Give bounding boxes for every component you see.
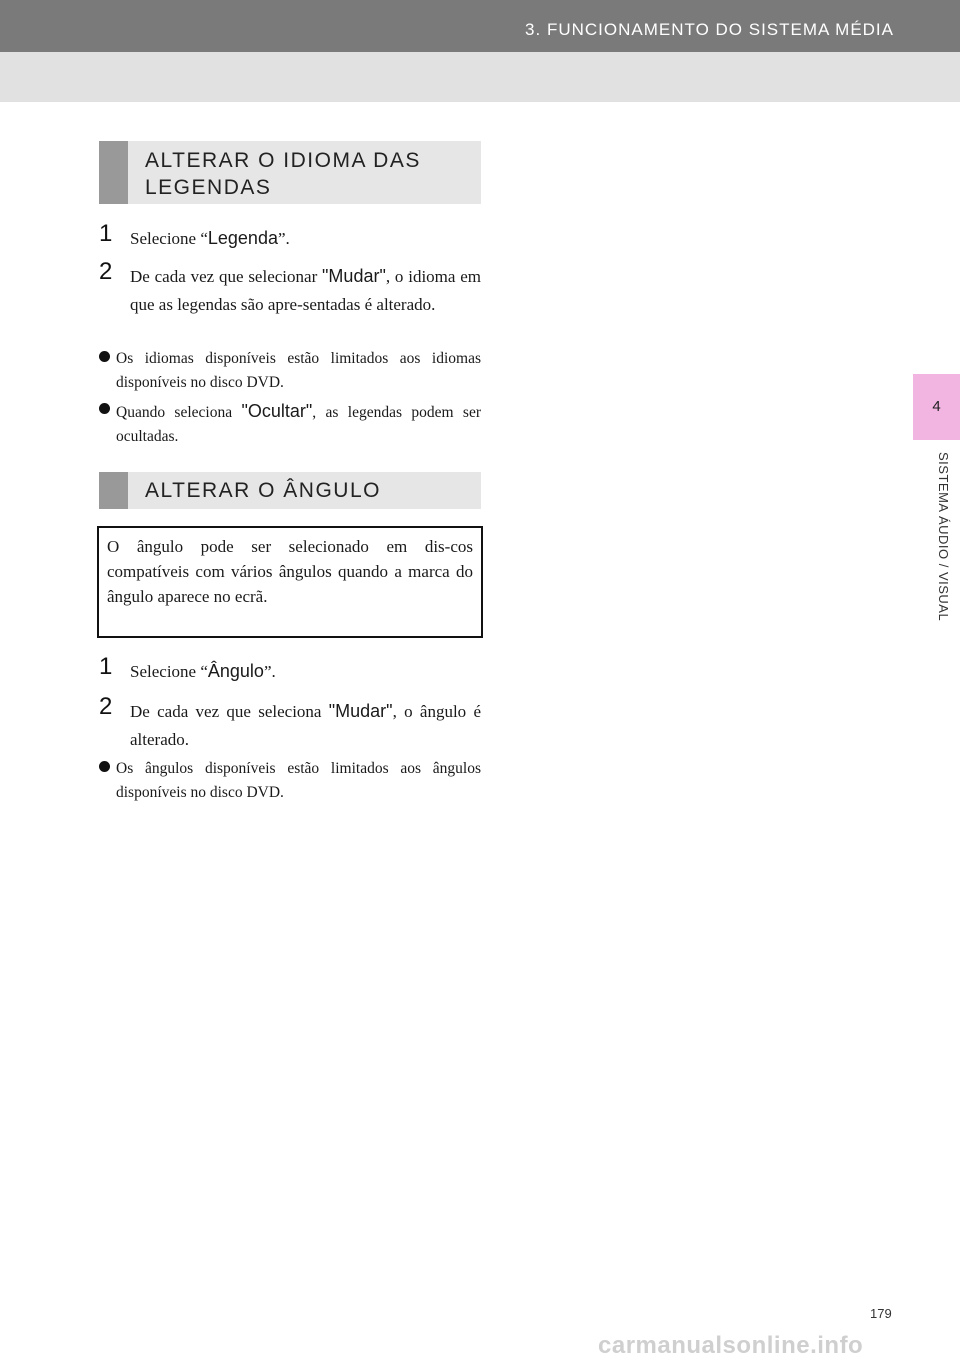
page-header-title: 3. FUNCIONAMENTO DO SISTEMA MÉDIA (525, 20, 894, 39)
section-heading-bar (99, 472, 128, 509)
step-number: 1 (99, 220, 113, 247)
step-select-angle: 1 Selecione “Ângulo”. (99, 653, 276, 681)
header-band: 3. FUNCIONAMENTO DO SISTEMA MÉDIA (0, 0, 960, 52)
note-hide-subtitles: Quando seleciona "Ocultar", as legendas … (99, 399, 481, 449)
step-select-subtitle: 1 Selecione “Legenda”. (99, 220, 290, 248)
ui-term-mudar: "Mudar" (322, 266, 386, 286)
step-change-subtitle: 2 De cada vez que selecionar "Mudar", o … (99, 258, 482, 314)
section-heading-bar (99, 141, 128, 204)
section-heading-text: ALTERAR O ÂNGULO (145, 479, 381, 502)
section-heading-angle: ALTERAR O ÂNGULO (99, 472, 481, 509)
watermark: carmanualsonline.info (598, 1332, 864, 1359)
bullet-icon (99, 761, 110, 772)
info-box-angle: O ângulo pode ser selecionado em dis-cos… (97, 526, 483, 638)
note-angle-availability: Os ângulos disponíveis estão limitados a… (99, 757, 481, 805)
bullet-icon (99, 351, 110, 362)
ui-term-ocultar: "Ocultar" (241, 401, 313, 421)
section-heading-subtitles: ALTERAR O IDIOMA DAS LEGENDAS (99, 141, 481, 204)
step-number: 1 (99, 653, 113, 680)
chapter-label: SISTEMA ÁUDIO / VISUAL (936, 452, 951, 622)
step-number: 2 (99, 258, 113, 285)
section-heading-line1: ALTERAR O IDIOMA DAS (145, 149, 421, 172)
step-change-angle: 2 De cada vez que seleciona "Mudar", o â… (99, 693, 481, 749)
note-subtitle-languages: Os idiomas disponíveis estão limitados a… (99, 347, 481, 395)
bullet-icon (99, 403, 110, 414)
section-heading-line2: LEGENDAS (145, 176, 272, 199)
ui-term-legenda: Legenda (207, 228, 278, 248)
page-number: 179 (870, 1306, 892, 1321)
header-subband (0, 52, 960, 102)
ui-term-mudar: "Mudar" (328, 701, 393, 721)
chapter-tab[interactable]: 4 (913, 374, 960, 440)
ui-term-angulo: Ângulo (207, 661, 264, 681)
step-number: 2 (99, 693, 113, 720)
